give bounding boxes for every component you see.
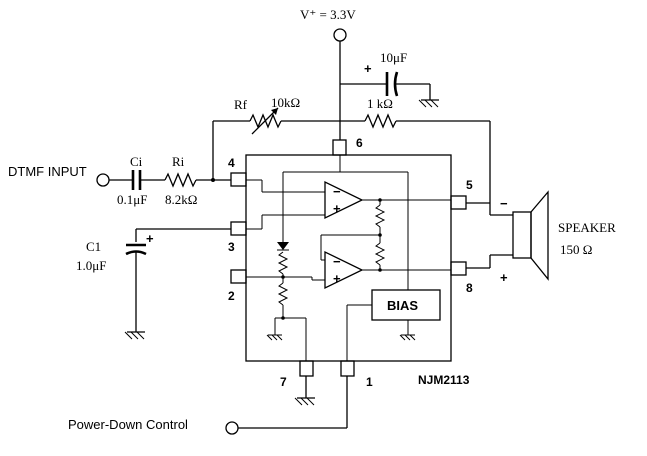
pin-5: [450, 195, 467, 210]
ground-c1: [124, 331, 145, 340]
svg-text:1: 1: [366, 375, 373, 389]
c1-name: C1: [86, 239, 101, 254]
svg-text:2: 2: [228, 289, 235, 303]
ri-value: 8.2kΩ: [165, 192, 197, 207]
speaker-minus: −: [500, 196, 508, 211]
internal-diode: [277, 242, 289, 250]
pin-4: [230, 172, 247, 187]
supply-terminal: [333, 28, 347, 42]
input-label: DTMF INPUT: [8, 164, 87, 179]
ground-internal-b: [399, 334, 416, 341]
ci-name: Ci: [130, 154, 143, 169]
c1-polarity: +: [146, 231, 154, 246]
svg-text:7: 7: [280, 375, 287, 389]
resistor-1k: [364, 113, 397, 129]
pin-7: [299, 360, 314, 377]
speaker-icon: [512, 190, 549, 281]
ground-internal-a: [266, 334, 283, 341]
internal-resistor-b: [374, 242, 386, 266]
op-amp-2: [324, 250, 364, 290]
input-terminal: [96, 173, 110, 187]
ic-body: [245, 154, 452, 362]
speaker-value: 150 Ω: [560, 242, 592, 257]
speaker-label: SPEAKER: [558, 220, 616, 235]
resistor-ri: [164, 172, 197, 188]
svg-text:5: 5: [466, 178, 473, 192]
supply-label: V⁺ = 3.3V: [300, 7, 356, 22]
internal-resistor-c: [277, 251, 289, 275]
ci-value: 0.1μF: [117, 192, 147, 207]
speaker-plus: +: [500, 270, 508, 285]
pin-3: [230, 221, 247, 236]
op-amp-1: [324, 180, 364, 220]
pin-2: [230, 269, 247, 284]
svg-text:+: +: [333, 271, 341, 286]
pin-1: [340, 360, 355, 377]
bias-label: BIAS: [387, 298, 418, 313]
c10-value: 10μF: [380, 50, 407, 65]
capacitor-10uf: [340, 71, 439, 108]
pin-6: [332, 139, 347, 156]
rf-name: Rf: [234, 97, 248, 112]
r1k-value: 1 kΩ: [367, 96, 393, 111]
svg-text:+: +: [333, 201, 341, 216]
svg-text:8: 8: [466, 281, 473, 295]
c10-polarity: +: [364, 61, 372, 76]
svg-text:6: 6: [356, 136, 363, 150]
svg-text:−: −: [333, 254, 341, 269]
ground-pin-7: [294, 397, 315, 406]
chip-part-number: NJM2113: [418, 373, 470, 387]
pin-8: [450, 261, 467, 276]
svg-text:−: −: [333, 184, 341, 199]
svg-text:4: 4: [228, 156, 235, 170]
internal-resistor-d: [277, 282, 289, 306]
c1-value: 1.0μF: [76, 258, 106, 273]
internal-resistor-a: [374, 204, 386, 228]
svg-text:3: 3: [228, 240, 235, 254]
capacitor-c1: [125, 243, 147, 256]
power-down-terminal: [225, 421, 239, 435]
ri-name: Ri: [172, 154, 185, 169]
power-down-label: Power-Down Control: [68, 417, 188, 432]
rf-value: 10kΩ: [271, 95, 300, 110]
capacitor-ci: [131, 170, 142, 190]
